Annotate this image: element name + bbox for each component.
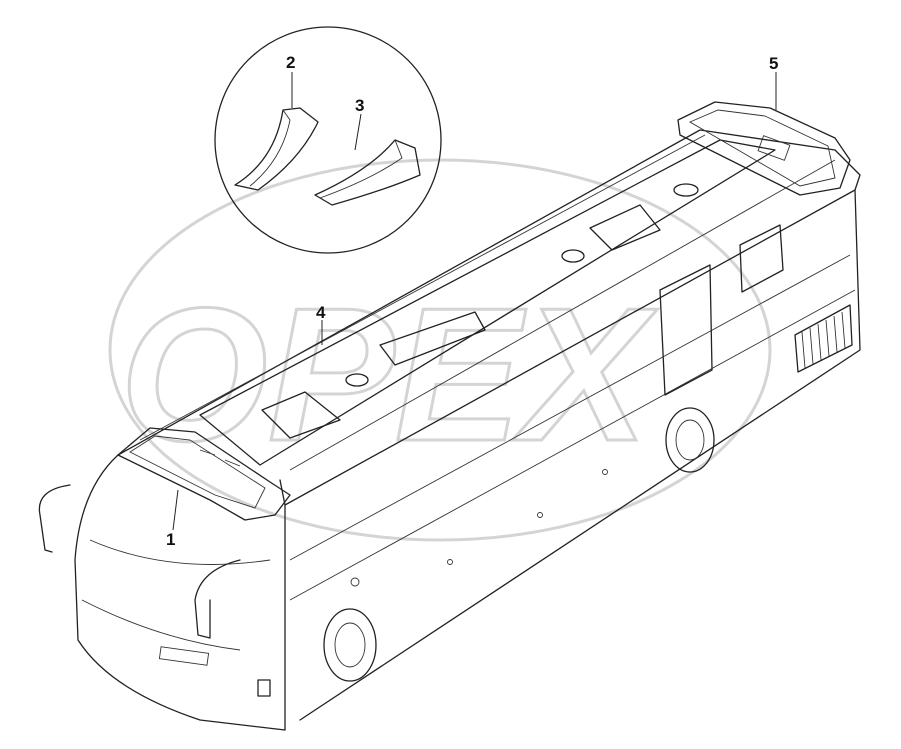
roof-vent-1 [345, 373, 369, 387]
roof-line-right [289, 159, 836, 471]
callout-3: 3 [355, 96, 364, 115]
windshield-lower [89, 539, 271, 565]
rear-wheel [665, 407, 715, 473]
mirror-right [194, 559, 241, 639]
bus-body [38, 129, 861, 731]
mirror-left [38, 484, 71, 553]
roof-hatch-2 [379, 311, 486, 366]
callouts: 1 2 3 4 5 [166, 53, 778, 549]
roof-panel [199, 139, 776, 466]
part-2-wedge [234, 107, 319, 191]
bus-front-face [74, 454, 286, 731]
side-window-line [289, 254, 851, 561]
side-belt-line [289, 289, 856, 601]
roof-vent-3 [673, 183, 699, 197]
opex-watermark: OPEX [108, 158, 772, 542]
part-3-wedge [314, 139, 421, 206]
roof-line-left [139, 134, 706, 441]
roof-hatch-1 [261, 391, 341, 439]
roof-hatch-3 [589, 204, 661, 251]
callout-5: 5 [769, 54, 778, 73]
side-window-rear [739, 224, 784, 293]
bus-side-lower [284, 189, 861, 731]
bumper-line [81, 599, 241, 651]
part-5-rear-roof-cap [677, 101, 851, 196]
roof-vent-2 [561, 249, 585, 263]
front-logo-plate [158, 646, 210, 666]
side-door [659, 264, 713, 396]
leader-lines [172, 72, 777, 531]
part-1-front-roof-cap [117, 427, 291, 521]
watermark-text: OPEX [120, 269, 658, 481]
detail-circle [214, 26, 442, 254]
front-light [257, 679, 271, 697]
side-markers [350, 469, 608, 587]
callout-4: 4 [316, 303, 326, 322]
front-wheel [323, 608, 377, 682]
callout-1: 1 [166, 530, 175, 549]
engine-grille [794, 304, 853, 373]
watermark-gear-outline [108, 158, 772, 542]
callout-2: 2 [286, 53, 295, 72]
